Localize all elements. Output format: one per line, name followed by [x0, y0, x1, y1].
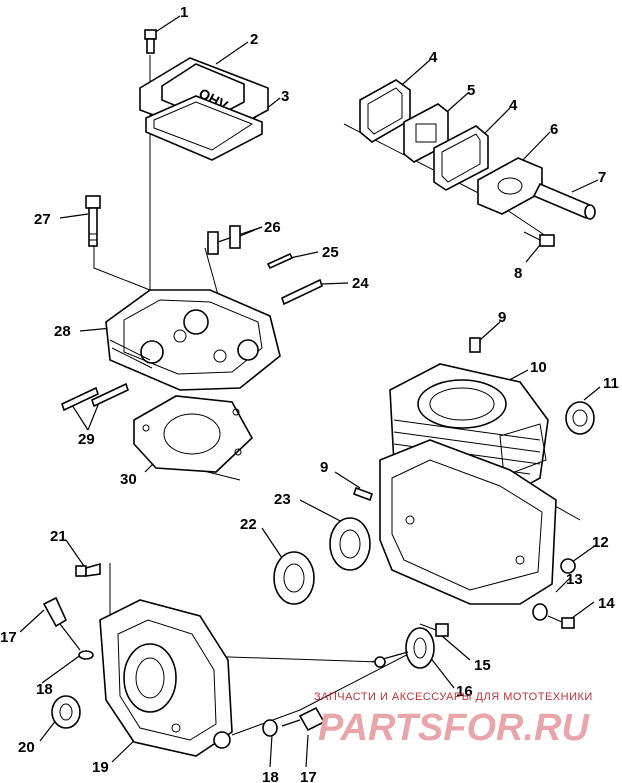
watermark: ЗАПЧАСТИ И АКСЕССУАРЫ ДЛЯ МОТОТЕХНИКИ PA… [314, 691, 593, 749]
callout-27: 27 [34, 211, 51, 228]
callout-4a: 4 [429, 49, 438, 66]
part-bearing-23 [329, 517, 371, 571]
part-bearing-22 [273, 551, 315, 605]
watermark-logo: PARTSFOR.RU [318, 707, 590, 749]
callout-19: 19 [92, 759, 109, 776]
part-oil-seal-20 [51, 695, 81, 729]
part-studs-29 [61, 382, 129, 412]
callout-12: 12 [592, 534, 609, 551]
callout-2: 2 [250, 31, 258, 48]
callout-24: 24 [352, 275, 369, 292]
callout-3: 3 [281, 88, 289, 105]
part-cover-gasket [145, 95, 263, 161]
callout-22: 22 [240, 516, 257, 533]
part-o-ring-18a [78, 650, 94, 660]
part-washer-13 [532, 603, 548, 621]
callout-10: 10 [530, 359, 547, 376]
callout-6: 6 [550, 121, 558, 138]
callout-15: 15 [474, 657, 491, 674]
part-o-ring-18b [262, 719, 278, 737]
callout-18b: 18 [262, 769, 279, 783]
callout-8: 8 [514, 265, 522, 282]
callout-18a: 18 [36, 681, 53, 698]
part-governor-gear-16 [371, 627, 435, 669]
callout-20: 20 [18, 739, 35, 756]
part-stud-24 [281, 278, 323, 306]
watermark-caption: ЗАПЧАСТИ И АКСЕССУАРЫ ДЛЯ МОТОТЕХНИКИ [314, 691, 593, 703]
callout-23: 23 [274, 491, 291, 508]
part-intake-gasket-4b [433, 125, 489, 191]
callout-4b: 4 [509, 97, 518, 114]
callout-21: 21 [50, 528, 67, 545]
part-stud-25 [266, 252, 294, 270]
callout-7: 7 [598, 169, 606, 186]
callout-14: 14 [598, 595, 615, 612]
callout-28: 28 [54, 323, 71, 340]
part-bolt-8 [523, 231, 555, 247]
part-dipstick-17 [42, 596, 81, 651]
callout-29: 29 [78, 431, 95, 448]
callout-9a: 9 [498, 309, 506, 326]
part-dipstick-17b [281, 706, 326, 732]
callout-1: 1 [180, 4, 188, 21]
callout-5: 5 [467, 82, 475, 99]
callout-25: 25 [322, 244, 339, 261]
part-oil-seal-11 [565, 401, 595, 435]
callout-11: 11 [603, 375, 619, 392]
part-plug-12 [560, 558, 576, 574]
callout-17a: 17 [0, 629, 17, 646]
callout-30: 30 [120, 471, 137, 488]
part-bolt-14 [547, 615, 575, 629]
part-bolt-21 [75, 562, 101, 577]
callout-26: 26 [264, 219, 281, 236]
part-pin-9b [352, 486, 374, 502]
callout-9b: 9 [320, 459, 328, 476]
part-bolt-1 [144, 29, 157, 54]
part-pin-9a [469, 337, 481, 353]
part-bolt-15 [419, 623, 449, 637]
callout-13: 13 [566, 571, 583, 588]
part-crankcase-cover-19 [99, 599, 233, 757]
part-sleeves-26 [207, 225, 241, 255]
part-crankcase [379, 439, 557, 605]
callout-numbers: 1 2 3 4 5 4 6 7 8 27 26 25 24 28 9 10 11… [0, 4, 619, 783]
part-head-gasket-30 [133, 395, 254, 473]
callout-16: 16 [456, 683, 473, 700]
part-bolt-27 [85, 195, 101, 247]
part-intake-gasket-4a [359, 79, 411, 143]
callout-17b: 17 [300, 769, 317, 783]
part-tube-7 [532, 182, 596, 220]
part-cylinder-head-28 [105, 289, 281, 391]
